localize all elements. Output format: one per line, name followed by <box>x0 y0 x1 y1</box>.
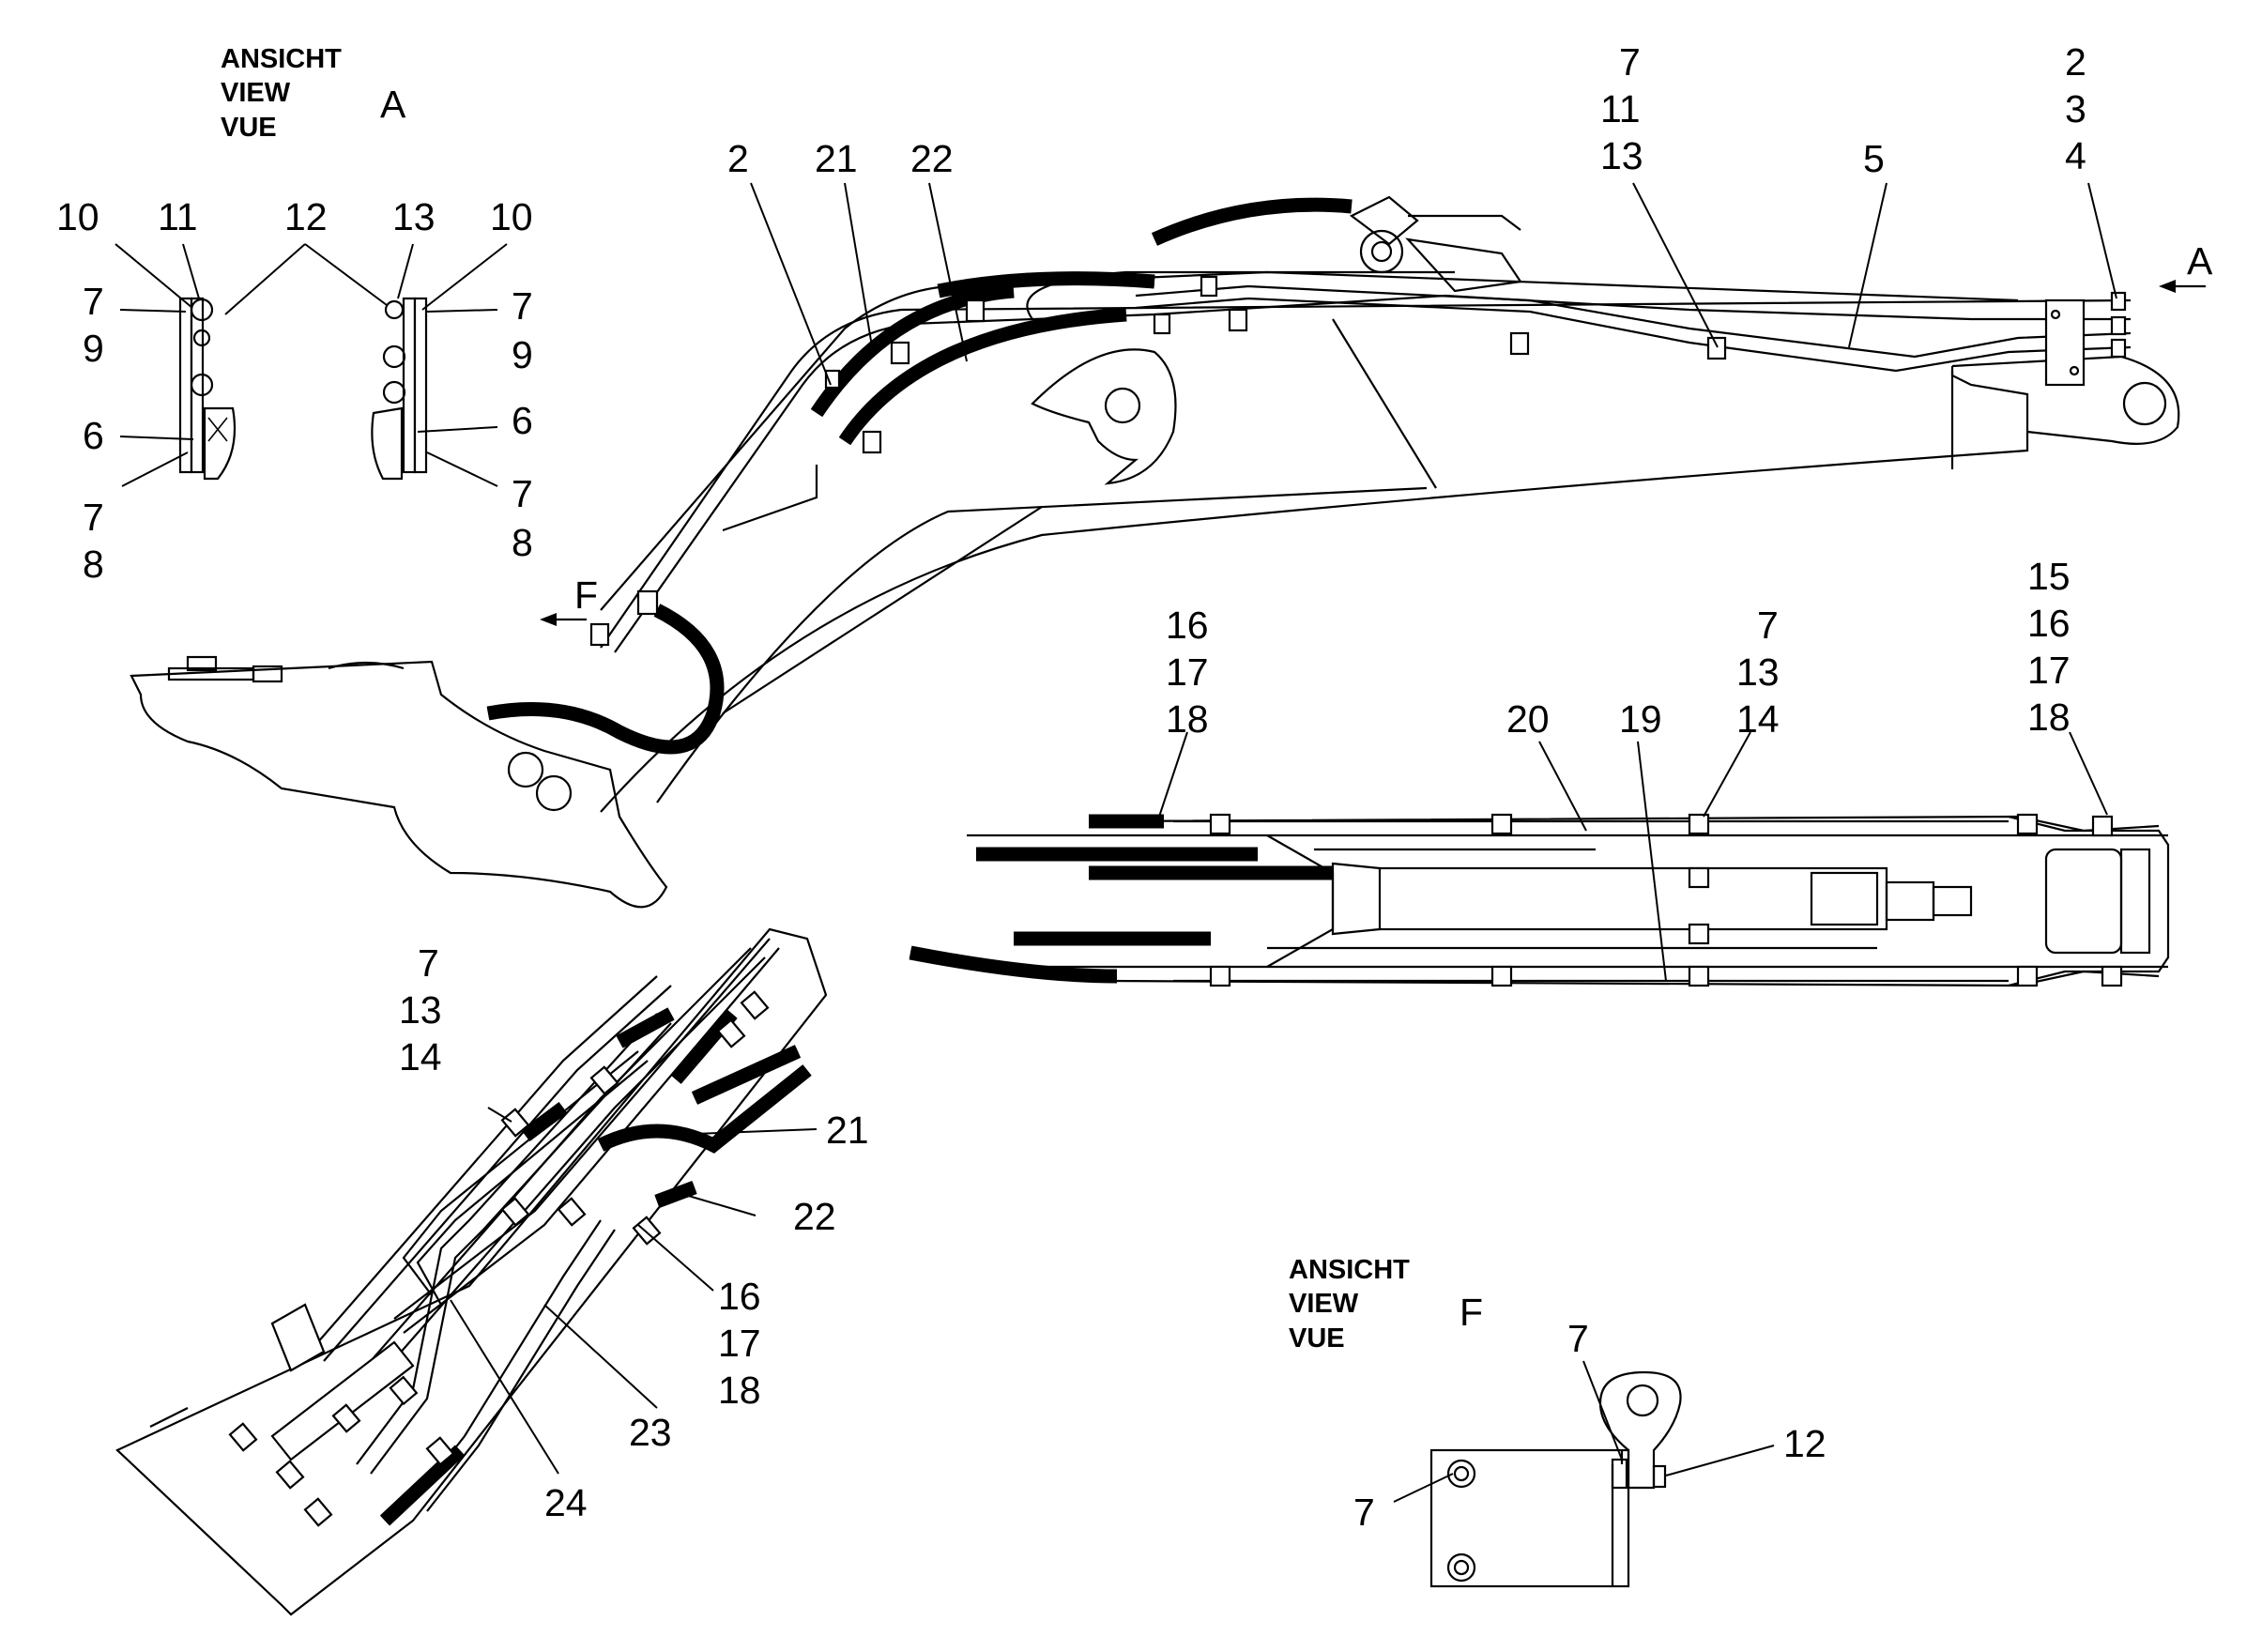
callout-va-8-r: 8 <box>512 521 533 564</box>
callout-vf-7-left: 7 <box>1353 1491 1375 1534</box>
callout-bl-18: 18 <box>718 1369 761 1412</box>
middle-leaders <box>1158 731 2108 982</box>
view-a-vue: VUE <box>221 113 277 143</box>
callout-top-4: 4 <box>2065 134 2086 177</box>
callout-va-10-left: 10 <box>56 195 99 238</box>
callout-bl-17: 17 <box>718 1322 761 1365</box>
callout-bl-22: 22 <box>793 1195 836 1238</box>
callout-bl-13: 13 <box>399 988 442 1032</box>
view-f-title: ANSICHT VIEW VUE F <box>1289 1255 1483 1354</box>
callout-mid-20: 20 <box>1506 697 1550 741</box>
view-a-arrow: A <box>2159 239 2213 293</box>
callout-top-3: 3 <box>2065 87 2086 130</box>
callout-va-11: 11 <box>158 195 198 238</box>
view-a-letter: A <box>380 83 406 126</box>
callout-bl-7: 7 <box>418 941 439 985</box>
callout-bl-21: 21 <box>826 1109 869 1152</box>
callout-va-10-right: 10 <box>490 195 533 238</box>
callout-top-21: 21 <box>815 137 858 180</box>
callout-top-11: 11 <box>1600 87 1641 130</box>
view-f-leaders <box>1393 1360 1775 1503</box>
view-a-leaders <box>115 243 508 487</box>
boom-top-view <box>967 815 2170 987</box>
callout-top-5: 5 <box>1863 137 1885 180</box>
view-f-letter: F <box>1460 1291 1483 1334</box>
callout-mid-17b: 17 <box>2027 649 2071 692</box>
view-a-view: VIEW <box>221 78 291 108</box>
view-a-ansicht: ANSICHT <box>221 44 342 74</box>
callout-bl-24: 24 <box>544 1481 588 1524</box>
callout-mid-18: 18 <box>1166 697 1209 741</box>
boom-top-view-hoses <box>909 814 1333 984</box>
top-leaders <box>750 182 2117 386</box>
callout-mid-16: 16 <box>1166 604 1209 647</box>
boom-hoses <box>486 197 1353 755</box>
main-boom-assembly <box>130 195 2180 909</box>
view-a-title: ANSICHT VIEW VUE A <box>221 44 406 143</box>
callout-va-7-r2: 7 <box>512 472 533 515</box>
boom-base-clamps <box>228 990 770 1527</box>
callout-mid-19: 19 <box>1619 697 1662 741</box>
callout-mid-16b: 16 <box>2027 602 2071 645</box>
callout-bl-14: 14 <box>399 1035 442 1078</box>
callout-bl-16: 16 <box>718 1275 761 1318</box>
view-f-arrow: F <box>540 574 598 626</box>
callout-mid-7: 7 <box>1757 604 1779 647</box>
callout-va-6-r: 6 <box>512 399 533 442</box>
callout-top-2: 2 <box>727 137 749 180</box>
view-f-ansicht: ANSICHT <box>1289 1255 1410 1285</box>
callout-top-2b: 2 <box>2065 40 2086 84</box>
view-a-left-bracket <box>178 297 237 481</box>
view-f-view: VIEW <box>1289 1289 1359 1319</box>
callout-bl-23: 23 <box>629 1411 672 1454</box>
callout-va-9-l: 9 <box>83 327 104 370</box>
bottom-left-leaders <box>450 1107 818 1475</box>
callout-mid-14: 14 <box>1736 697 1780 741</box>
callout-top-22: 22 <box>910 137 954 180</box>
view-f-vue: VUE <box>1289 1323 1345 1354</box>
callout-mid-18b: 18 <box>2027 696 2071 739</box>
callout-va-6-l: 6 <box>83 414 104 457</box>
callout-mid-17: 17 <box>1166 650 1209 694</box>
callout-va-7-l1: 7 <box>83 280 104 323</box>
view-f-plate <box>1429 1370 1682 1588</box>
boom-base-hoses <box>379 1007 812 1526</box>
boom-top-view-clamps <box>1209 813 2123 987</box>
view-a-arrow-letter: A <box>2187 239 2213 283</box>
view-a-right-bracket <box>371 297 428 481</box>
boom-clamps <box>589 275 2127 647</box>
callout-va-12: 12 <box>284 195 328 238</box>
callout-va-13: 13 <box>392 195 436 238</box>
callout-vf-7-top: 7 <box>1567 1317 1589 1360</box>
callout-va-9-r: 9 <box>512 333 533 376</box>
callout-top-7: 7 <box>1619 40 1641 84</box>
callout-va-7-r1: 7 <box>512 284 533 328</box>
callout-top-13: 13 <box>1600 134 1643 177</box>
callout-vf-12: 12 <box>1783 1422 1826 1465</box>
callout-va-8-l: 8 <box>83 543 104 586</box>
callout-va-7-l2: 7 <box>83 496 104 539</box>
view-f-arrow-letter: F <box>574 574 598 617</box>
callout-mid-13: 13 <box>1736 650 1780 694</box>
callout-mid-15: 15 <box>2027 555 2071 598</box>
boom-pipes <box>600 284 2132 653</box>
